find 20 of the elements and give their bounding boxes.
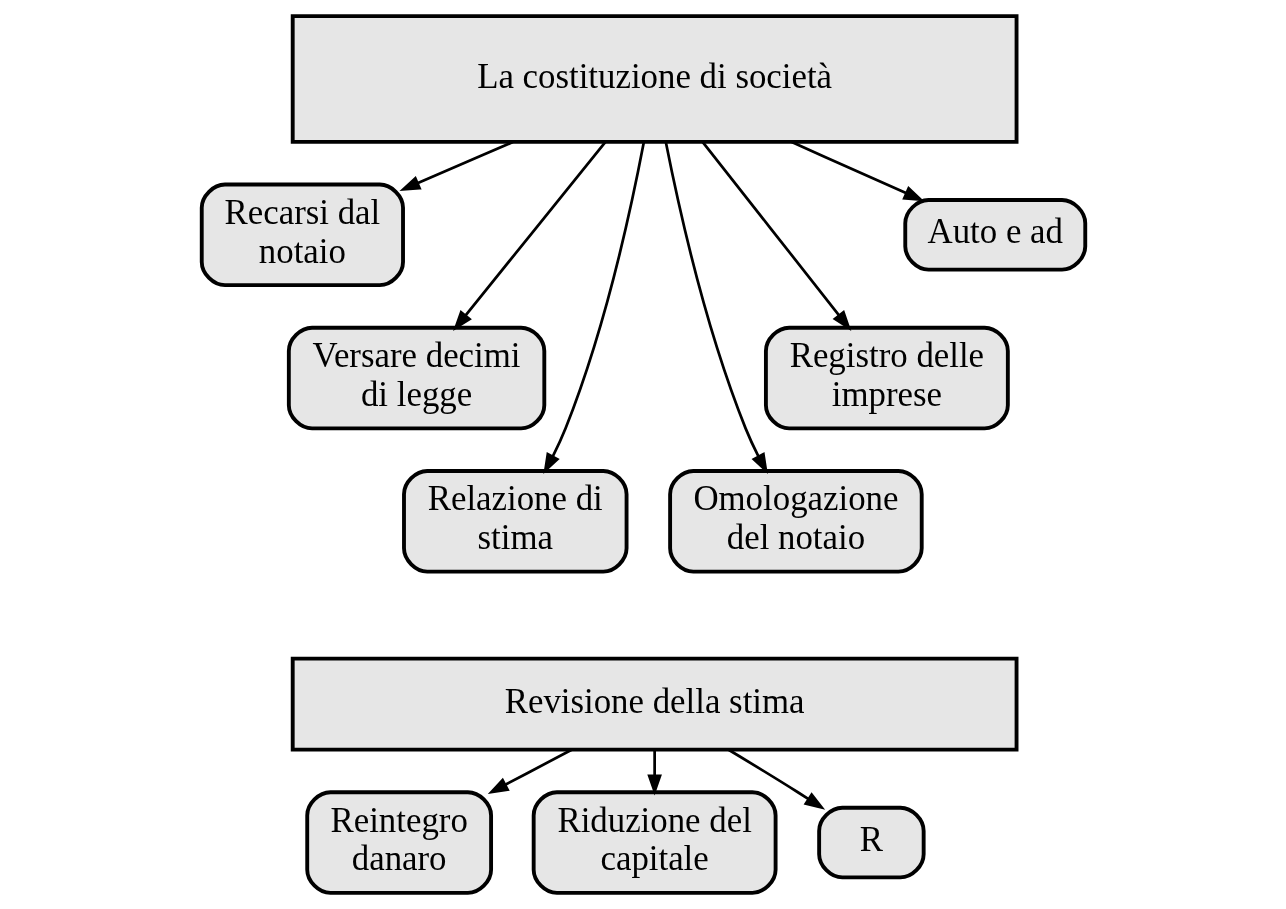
node-box: Omologazione del notaio (667, 469, 924, 574)
node-box: Reintegro danaro (304, 790, 493, 895)
node-box: Revisione della stima (290, 656, 1018, 752)
arrow (452, 141, 606, 331)
arrow (727, 748, 825, 810)
node-box: Versare decimi di legge (286, 325, 546, 431)
node-box: Relazione di stima (401, 469, 628, 574)
arrow (646, 750, 662, 796)
node-box: R (816, 805, 926, 880)
node-box: Registro delle imprese (763, 325, 1010, 431)
arrow (701, 141, 851, 331)
arrow (399, 140, 513, 191)
node-box: Recarsi dal notaio (199, 182, 405, 288)
node-box: La costituzione di società (290, 14, 1018, 144)
node-box: Auto e ad (902, 198, 1087, 272)
arrow (542, 141, 645, 475)
arrow (664, 141, 768, 474)
node-box: Riduzione del capitale (531, 790, 778, 895)
arrow (790, 140, 924, 202)
arrow (487, 748, 572, 794)
